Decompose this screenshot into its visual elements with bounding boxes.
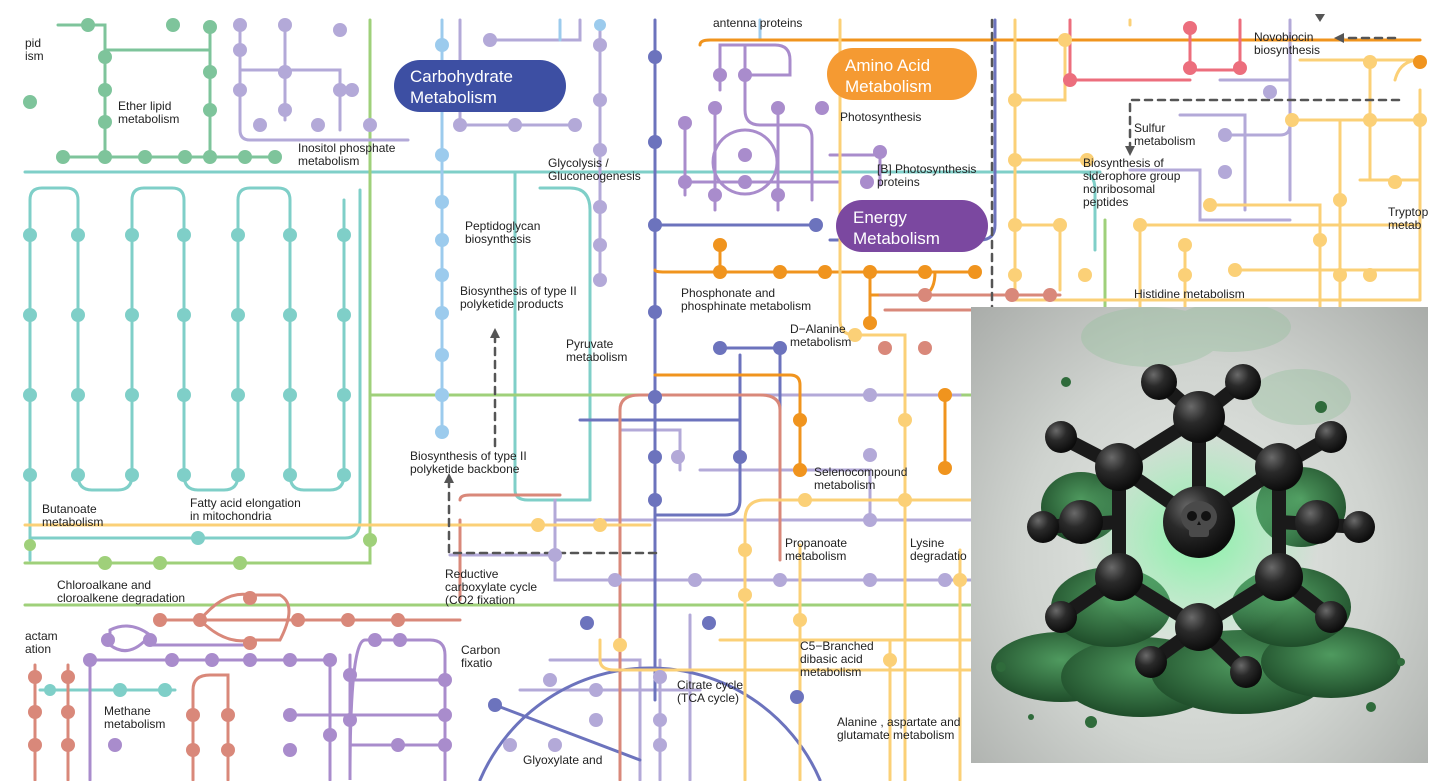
label-glycolysis-2: Gluconeogenesis xyxy=(548,169,641,183)
label-peptidoglycan-1: Peptidoglycan xyxy=(465,219,540,233)
label-dalanine-2: metabolism xyxy=(790,335,851,349)
label-glyoxylate-1: Glyoxylate and xyxy=(523,753,602,767)
label-novobiocin-1: Novobiocin xyxy=(1254,30,1313,44)
skull-icon xyxy=(1181,501,1217,537)
label-novobiocin-2: biosynthesis xyxy=(1254,43,1320,57)
label-sulfur-1: Sulfur xyxy=(1134,121,1165,135)
label-lysine-1: Lysine xyxy=(910,536,945,550)
energy-line2: Metabolism xyxy=(853,229,940,248)
label-pyruvate-2: metabolism xyxy=(566,350,627,364)
label-chloro-1: Chloroalkane and xyxy=(57,578,151,592)
label-polyketide-backbone-1: Biosynthesis of type II xyxy=(410,449,527,463)
label-fatty-2: in mitochondria xyxy=(190,509,272,523)
label-methane-1: Methane xyxy=(104,704,151,718)
carbohydrate-line2: Metabolism xyxy=(410,88,497,107)
carbohydrate-metabolism-pill[interactable]: Carbohydrate Metabolism xyxy=(394,60,566,112)
label-chloro-2: cloroalkene degradation xyxy=(57,591,185,605)
carbohydrate-line1: Carbohydrate xyxy=(410,67,513,86)
label-antenna: antenna proteins xyxy=(713,16,802,30)
energy-metabolism-pill[interactable]: Energy Metabolism xyxy=(836,200,988,252)
molecule-skull-icon xyxy=(991,307,1405,728)
label-c5-3: metabolism xyxy=(800,665,861,679)
label-ether-1: Ether lipid xyxy=(118,99,171,113)
label-methane-2: metabolism xyxy=(104,717,165,731)
pathway-labels: pid ism Ether lipid metabolism Inositol … xyxy=(25,16,1429,767)
label-sulfur-2: metabolism xyxy=(1134,134,1195,148)
toxic-molecule-illustration xyxy=(971,307,1428,763)
label-tryptophan-1: Tryptop xyxy=(1388,205,1429,219)
label-butanoate-1: Butanoate xyxy=(42,502,97,516)
amino-acid-line1: Amino Acid xyxy=(845,56,930,75)
label-reductive-1: Reductive xyxy=(445,567,499,581)
label-alanine-1: Alanine , aspartate and xyxy=(837,715,960,729)
label-phosphonate-2: phosphinate metabolism xyxy=(681,299,811,313)
label-siderophore-4: peptides xyxy=(1083,195,1128,209)
label-inositol-1: Inositol phosphate xyxy=(298,141,396,155)
label-glycolysis-1: Glycolysis / xyxy=(548,156,609,170)
label-inositol-2: metabolism xyxy=(298,154,359,168)
label-polyketide-products-2: polyketide products xyxy=(460,297,563,311)
energy-line1: Energy xyxy=(853,208,907,227)
label-lactam-2: ation xyxy=(25,642,51,656)
label-photo-proteins-2: proteins xyxy=(877,175,920,189)
label-reductive-2: carboxylate cycle xyxy=(445,580,537,594)
label-polyketide-backbone-2: polyketide backbone xyxy=(410,462,520,476)
label-lysine-2: degradatio xyxy=(910,549,967,563)
amino-acid-metabolism-pill[interactable]: Amino Acid Metabolism xyxy=(827,48,977,100)
label-carbon-1: Carbon xyxy=(461,643,500,657)
label-butanoate-2: metabolism xyxy=(42,515,103,529)
label-seleno-2: metabolism xyxy=(814,478,875,492)
label-photo-proteins-1: [B] Photosynthesis xyxy=(877,162,976,176)
label-pyruvate-1: Pyruvate xyxy=(566,337,614,351)
label-alanine-2: glutamate metabolism xyxy=(837,728,954,742)
label-citrate-2: (TCA cycle) xyxy=(677,691,739,705)
label-fatty-1: Fatty acid elongation xyxy=(190,496,301,510)
label-citrate-1: Citrate cycle xyxy=(677,678,743,692)
label-photosynthesis: Photosynthesis xyxy=(840,110,921,124)
label-siderophore-2: siderophore group xyxy=(1083,169,1181,183)
label-siderophore-1: Biosynthesis of xyxy=(1083,156,1164,170)
label-propanoate-2: metabolism xyxy=(785,549,846,563)
label-lipid-1: pid xyxy=(25,36,41,50)
amino-acid-line2: Metabolism xyxy=(845,77,932,96)
label-tryptophan-2: metab xyxy=(1388,218,1422,232)
label-polyketide-products-1: Biosynthesis of type II xyxy=(460,284,577,298)
label-phosphonate-1: Phosphonate and xyxy=(681,286,775,300)
label-reductive-3: (CO2 fixation xyxy=(445,593,515,607)
label-ether-2: metabolism xyxy=(118,112,179,126)
label-lactam-1: actam xyxy=(25,629,58,643)
label-carbon-2: fixatio xyxy=(461,656,493,670)
label-c5-2: dibasic acid xyxy=(800,652,863,666)
label-seleno-1: Selenocompound xyxy=(814,465,907,479)
compound-nodes xyxy=(23,18,1427,757)
label-lipid-2: ism xyxy=(25,49,44,63)
label-c5-1: C5−Branched xyxy=(800,639,874,653)
label-dalanine-1: D−Alanine xyxy=(790,322,846,336)
label-siderophore-3: nonribosomal xyxy=(1083,182,1155,196)
label-histidine: Histidine metabolism xyxy=(1134,287,1245,301)
label-peptidoglycan-2: biosynthesis xyxy=(465,232,531,246)
label-propanoate-1: Propanoate xyxy=(785,536,847,550)
